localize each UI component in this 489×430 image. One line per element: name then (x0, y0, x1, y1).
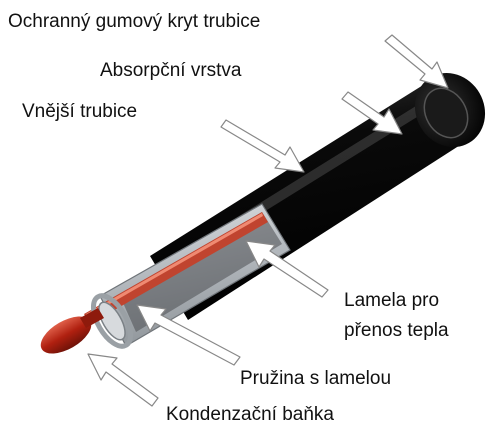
arrow-outer-tube (221, 120, 304, 172)
label-condenser-bulb: Kondenzační baňka (166, 404, 334, 426)
label-spring: Pružina s lamelou (240, 368, 391, 390)
label-outer-tube: Vnější trubice (22, 101, 137, 123)
arrow-condenser (88, 354, 158, 406)
label-rubber-cap: Ochranný gumový kryt trubice (8, 11, 260, 33)
arrow-rubber-cap (385, 35, 448, 88)
label-absorption-layer: Absorpční vrstva (100, 60, 242, 82)
label-lamella-line1: Lamela pro (344, 290, 439, 312)
label-lamella-line2: přenos tepla (344, 320, 449, 342)
